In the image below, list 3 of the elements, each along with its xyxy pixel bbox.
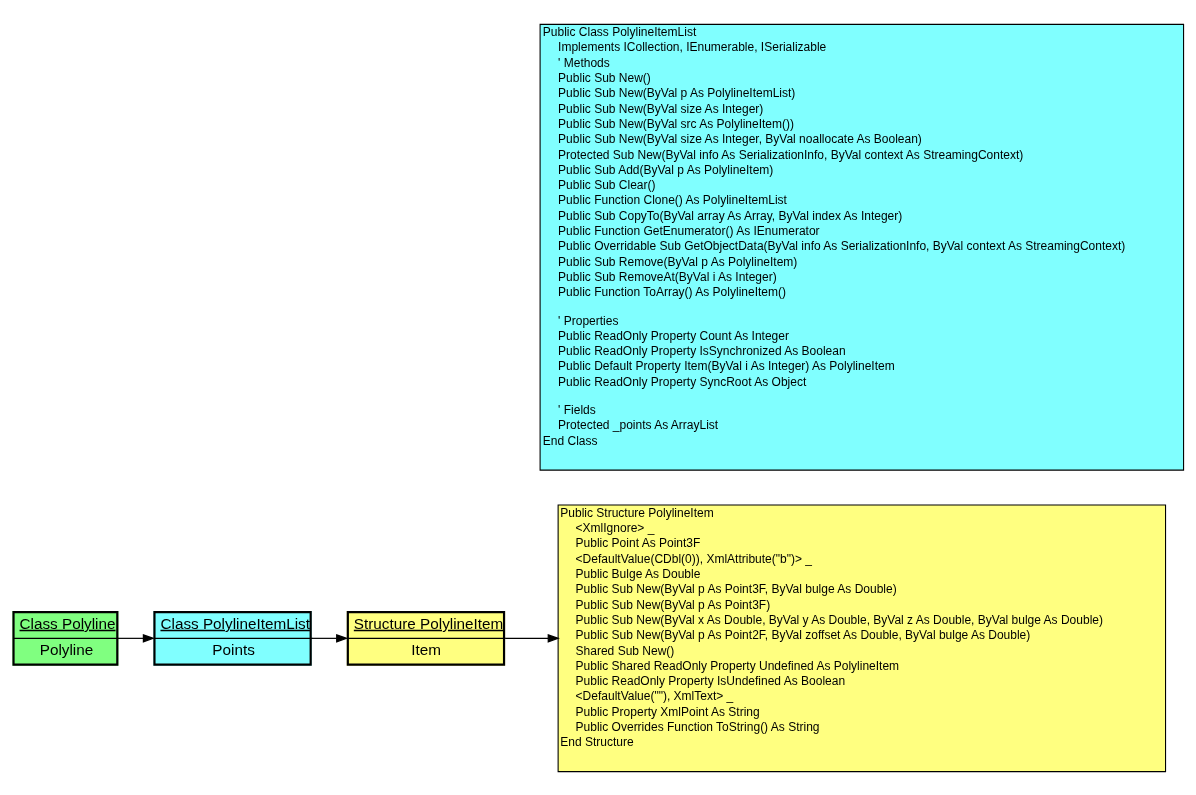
arrow: [311, 633, 349, 643]
arrow: [504, 633, 560, 643]
arrow: [118, 633, 156, 643]
